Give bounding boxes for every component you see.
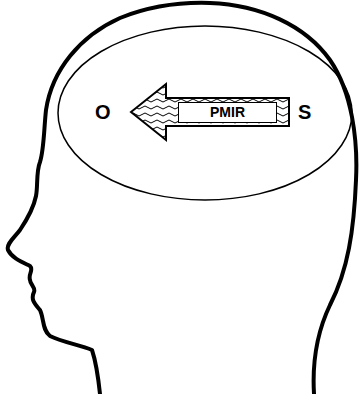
mind-ellipse: O S PMIR [57,25,353,201]
endpoint-letter: S [298,102,311,122]
label-box: PMIR [178,102,277,123]
pmir-arrow: PMIR [130,83,290,141]
endpoint-letter: O [95,102,111,122]
arrow-label: PMIR [179,103,276,119]
